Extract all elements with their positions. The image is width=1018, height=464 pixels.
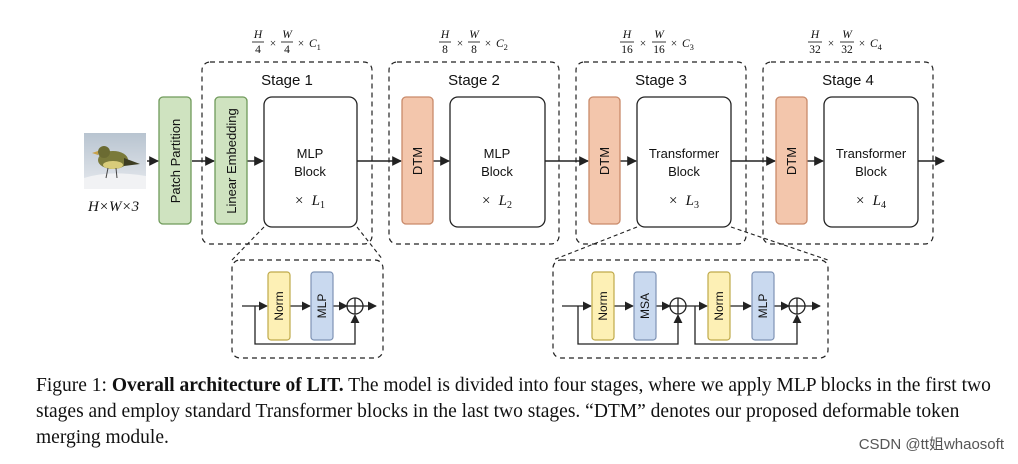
svg-text:C3: C3: [682, 38, 694, 52]
svg-text:C1: C1: [309, 38, 321, 52]
stage-2-dtm-block: [401, 96, 434, 225]
transformer-block-detail: Norm MSA Norm MLP: [552, 259, 829, 359]
input-dimensions-label: H×W×3: [87, 199, 139, 215]
svg-text:×: ×: [640, 38, 647, 50]
stage-4-dimension-label: H 32 × W 32 × C4: [808, 29, 883, 56]
svg-text:32: 32: [841, 44, 853, 56]
patch-partition-block: [158, 96, 192, 225]
stage-4-dtm-block: [775, 96, 808, 225]
svg-text:H: H: [253, 29, 263, 41]
svg-text:W: W: [469, 29, 480, 41]
stage-1-repeat: × L1: [295, 192, 325, 211]
stage-3-title: Stage 3: [635, 72, 687, 89]
stage-2-title: Stage 2: [448, 72, 500, 89]
stage-3-main-block-line2: Block: [668, 164, 700, 179]
transformer-detail-mlp-label: MLP: [756, 294, 770, 319]
stage-2-dtm-label: DTM: [410, 147, 425, 175]
input-image: [84, 133, 146, 189]
svg-text:×: ×: [859, 38, 866, 50]
svg-text:H: H: [810, 29, 820, 41]
svg-text:32: 32: [809, 44, 821, 56]
stage-1-main-block-line1: MLP: [297, 146, 324, 161]
transformer-detail-norm-label-1: Norm: [596, 291, 610, 320]
svg-text:×: ×: [270, 38, 277, 50]
svg-text:16: 16: [621, 44, 633, 56]
stage-2-repeat: × L2: [482, 192, 512, 211]
stage-1-mlp-block: [263, 96, 358, 228]
transformer-detail-norm-label-2: Norm: [712, 291, 726, 320]
svg-text:H: H: [622, 29, 632, 41]
svg-text:×: ×: [485, 38, 492, 50]
mlp-block-detail: Norm MLP: [231, 259, 384, 359]
svg-text:W: W: [654, 29, 665, 41]
stage-4-main-block-line1: Transformer: [836, 146, 907, 161]
stage-4-title: Stage 4: [822, 72, 874, 89]
stage-4-main-block-line2: Block: [855, 164, 887, 179]
svg-text:W: W: [282, 29, 293, 41]
stage-3-dtm-label: DTM: [597, 147, 612, 175]
stage-1-linear-embedding-block: [214, 96, 248, 225]
svg-text:C2: C2: [496, 38, 508, 52]
svg-text:16: 16: [653, 44, 665, 56]
transformer-detail-mlp-block: [751, 271, 775, 341]
stage-3-main-block-line1: Transformer: [649, 146, 720, 161]
stage-4-dtm-label: DTM: [784, 147, 799, 175]
caption-prefix: Figure 1:: [36, 375, 112, 396]
svg-text:C4: C4: [870, 38, 883, 52]
stage-2-main-block-line1: MLP: [484, 146, 511, 161]
mlp-detail-norm-label: Norm: [272, 291, 286, 320]
caption-bold-title: Overall architecture of LIT.: [111, 375, 344, 396]
mlp-detail-norm-block: [267, 271, 291, 341]
transformer-detail-msa-label: MSA: [638, 293, 652, 319]
stage-3-transformer-block: [636, 96, 732, 228]
stage-2-main-block-line2: Block: [481, 164, 513, 179]
svg-text:W: W: [842, 29, 853, 41]
svg-text:8: 8: [442, 44, 448, 56]
mlp-detail-mlp-block: [310, 271, 334, 341]
svg-text:×: ×: [828, 38, 835, 50]
svg-text:×: ×: [457, 38, 464, 50]
caption-body: The model is divided into four stages, w…: [36, 375, 991, 448]
stage-1-title: Stage 1: [261, 72, 313, 89]
stage-3-dimension-label: H 16 × W 16 × C3: [620, 29, 694, 56]
architecture-diagram: H×W×3 Patch Partition Stage 1 Linear Emb…: [84, 29, 945, 359]
patch-partition-label: Patch Partition: [168, 119, 183, 204]
stage-3: Stage 3 DTM Transformer Block × L3 H 16 …: [575, 29, 747, 245]
svg-text:×: ×: [298, 38, 305, 50]
stage-1: Stage 1 Linear Embedding MLP Block × L1 …: [201, 29, 373, 245]
stage-2: Stage 2 DTM MLP Block × L2 H 8 × W 8 × C…: [388, 29, 560, 245]
stage-2-mlp-block: [449, 96, 546, 228]
figure-caption: Figure 1: Overall architecture of LIT. T…: [36, 373, 1011, 451]
svg-text:8: 8: [471, 44, 477, 56]
watermark: CSDN @tt姐whaosoft: [858, 436, 1004, 453]
transformer-detail-norm-block-2: [707, 271, 731, 341]
svg-text:×: ×: [671, 38, 678, 50]
stage-4-repeat: × L4: [856, 192, 886, 211]
stage-1-main-block-line2: Block: [294, 164, 326, 179]
transformer-detail-msa-block: [633, 271, 657, 341]
stage-4-transformer-block: [823, 96, 919, 228]
svg-text:4: 4: [255, 44, 261, 56]
transformer-detail-norm-block-1: [591, 271, 615, 341]
svg-text:H: H: [440, 29, 450, 41]
stage-1-dimension-label: H 4 × W 4 × C1: [252, 29, 321, 56]
stage-3-dtm-block: [588, 96, 621, 225]
stage-2-dimension-label: H 8 × W 8 × C2: [439, 29, 508, 56]
stage-4: Stage 4 DTM Transformer Block × L4 H 32 …: [762, 29, 934, 245]
stage-3-repeat: × L3: [669, 192, 699, 211]
zoom-connectors: [231, 226, 829, 261]
svg-text:4: 4: [284, 44, 290, 56]
mlp-detail-mlp-label: MLP: [315, 294, 329, 319]
stage-1-linear-embedding-label: Linear Embedding: [224, 108, 239, 214]
